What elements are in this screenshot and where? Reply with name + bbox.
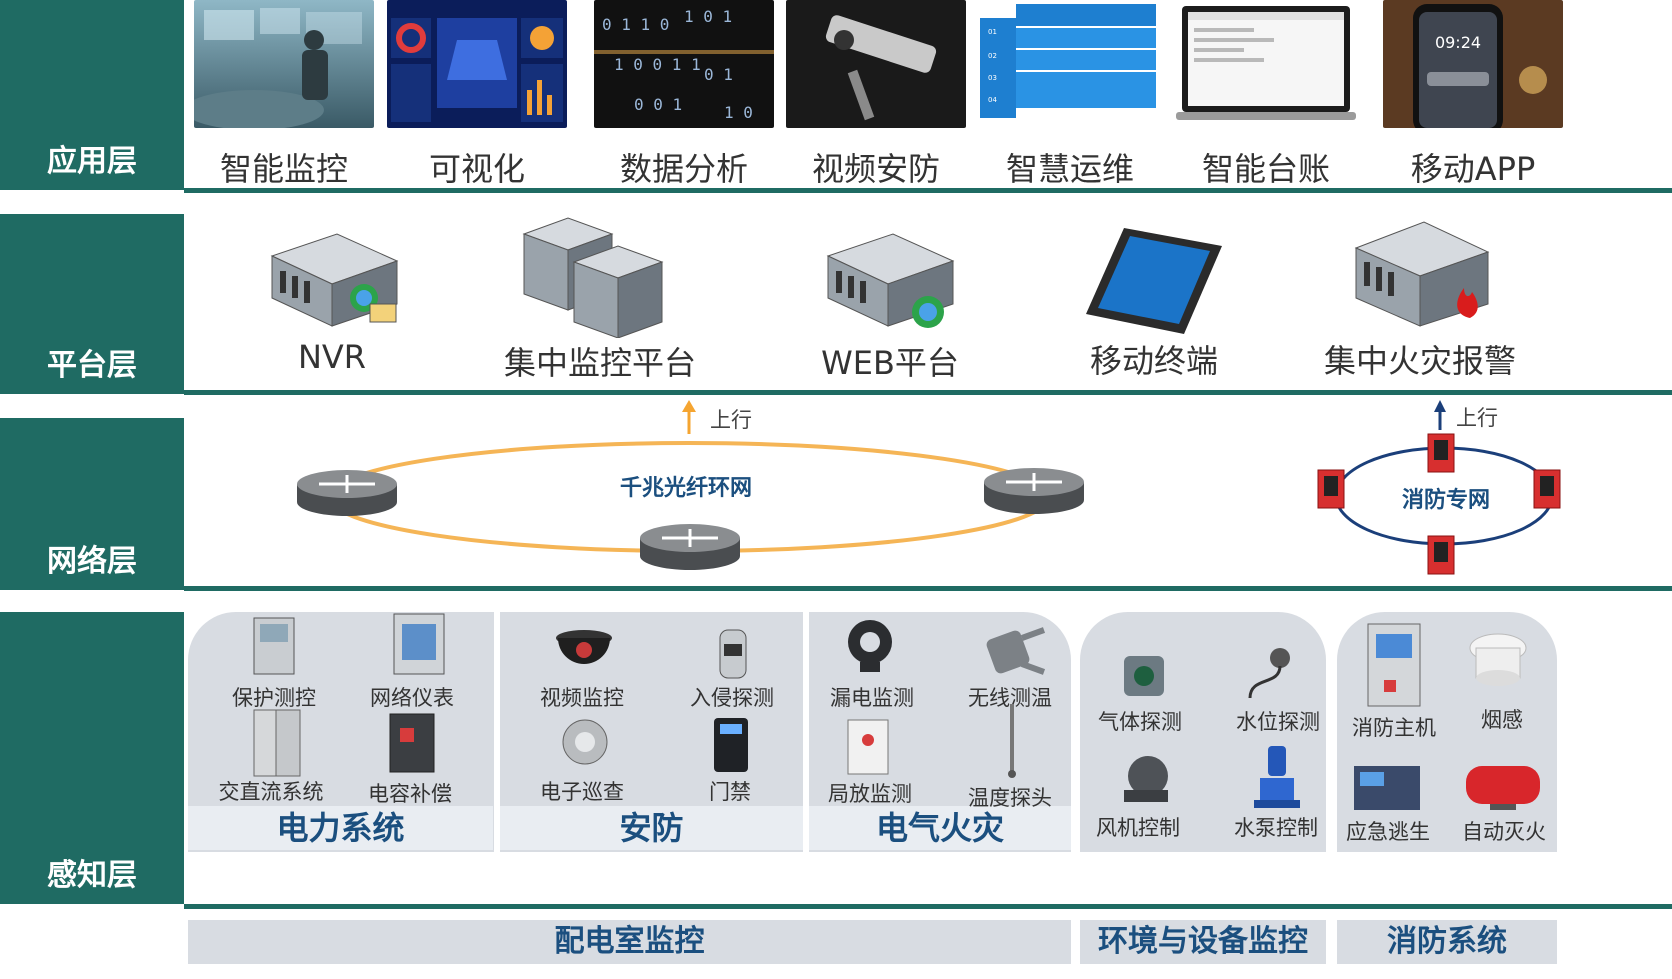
- divider-application: [184, 188, 1672, 193]
- platform-label-fire-alarm: 集中火灾报警: [1323, 342, 1516, 380]
- svg-text:0 1: 0 1: [704, 65, 733, 84]
- temperature-probe-icon: [1008, 704, 1016, 778]
- platform-label-web: WEB平台: [821, 344, 959, 382]
- device-label: 水泵控制: [1234, 816, 1318, 840]
- platform-label-nvr: NVR: [297, 338, 367, 376]
- uplink-label: 上行: [710, 408, 752, 432]
- partial-discharge-icon: [847, 719, 889, 775]
- laptop-image: [1176, 0, 1356, 128]
- patrol-button-icon: [562, 719, 608, 765]
- access-control-icon: [714, 718, 748, 772]
- router-icon-right: [984, 468, 1084, 514]
- app-smart-ledger[interactable]: 智能台账: [1176, 0, 1356, 190]
- ac-dc-cabinet-icon: [253, 709, 301, 777]
- svg-text:04: 04: [988, 96, 997, 104]
- divider-perception: [184, 904, 1672, 909]
- cctv-camera-image: [786, 0, 966, 128]
- dashboard-image: [387, 0, 567, 128]
- caption-electrical-fire: 电气火灾: [809, 806, 1071, 850]
- protection-relay-icon: [253, 617, 295, 675]
- device-label: 消防主机: [1352, 716, 1436, 740]
- network-meter-icon: [393, 613, 445, 675]
- caption-power-system: 电力系统: [188, 806, 493, 850]
- water-level-sensor-icon: [1248, 648, 1290, 699]
- fire-network-label: 消防专网: [1402, 488, 1491, 513]
- device-label: 风机控制: [1096, 816, 1180, 840]
- svg-text:1 0 0 1 1: 1 0 0 1 1: [614, 55, 701, 74]
- dome-camera-icon: [556, 630, 612, 664]
- fire-control-panel-icon: [1367, 623, 1421, 707]
- app-mobile[interactable]: 09:24 移动APP: [1383, 0, 1563, 190]
- leakage-sensor-icon: [848, 620, 892, 672]
- platform-label-central-monitoring: 集中监控平台: [503, 344, 696, 382]
- router-icon-bottom: [640, 524, 740, 570]
- svg-text:0 0 1: 0 0 1: [634, 95, 682, 114]
- mobile-phone-image: 09:24: [1383, 0, 1563, 134]
- layer-label-platform: 平台层: [0, 214, 184, 394]
- svg-text:02: 02: [988, 52, 997, 60]
- water-pump-icon: [1254, 746, 1300, 808]
- device-label: 电容补偿: [368, 782, 452, 806]
- network-diagram: [297, 400, 1561, 575]
- device-label: 网络仪表: [370, 686, 454, 710]
- svg-text:1 0 1: 1 0 1: [684, 7, 732, 26]
- web-server-icon: [826, 233, 955, 328]
- fire-uplink-label: 上行: [1456, 406, 1498, 430]
- auto-extinguisher-icon: [1466, 766, 1540, 810]
- wireless-temp-sensor-icon: [986, 627, 1046, 675]
- svg-text:01: 01: [988, 28, 997, 36]
- divider-network: [184, 586, 1672, 591]
- layer-label-application: 应用层: [0, 0, 184, 190]
- layer-label-perception: 感知层: [0, 612, 184, 904]
- layer-label-network: 网络层: [0, 418, 184, 590]
- app-video-security[interactable]: 视频安防: [786, 0, 966, 190]
- fiber-ring-label: 千兆光纤环网: [620, 476, 753, 501]
- device-label: 气体探测: [1098, 710, 1182, 734]
- data-analysis-image: 0 1 1 0 1 0 1 1 0 0 1 10 1 0 0 1 1 0: [594, 0, 774, 128]
- tablet-icon: [1086, 228, 1222, 334]
- capacitor-compensation-icon: [389, 713, 435, 773]
- svg-text:03: 03: [988, 74, 997, 82]
- fire-alarm-server-icon: [1354, 221, 1490, 327]
- svg-text:0 1 1 0: 0 1 1 0: [602, 15, 669, 34]
- caption-environment-equipment: 环境与设备监控: [1080, 920, 1326, 964]
- platform-label-mobile-terminal: 移动终端: [1089, 342, 1218, 380]
- fan-icon: [1124, 756, 1168, 802]
- app-visualization[interactable]: 可视化: [387, 0, 567, 190]
- caption-distribution-room: 配电室监控: [188, 920, 1071, 964]
- device-label: 视频监控: [540, 686, 624, 710]
- device-label: 入侵探测: [690, 686, 774, 710]
- device-label: 保护测控: [232, 686, 316, 710]
- device-label: 应急逃生: [1346, 820, 1430, 844]
- monitoring-room-image: [184, 0, 374, 130]
- device-label: 水位探测: [1236, 710, 1320, 734]
- app-intelligent-monitoring[interactable]: 智能监控: [184, 0, 374, 190]
- device-label: 交直流系统: [218, 780, 324, 804]
- device-label: 自动灭火: [1462, 820, 1546, 844]
- server-cluster-icon: [522, 217, 664, 338]
- gas-detector-icon: [1124, 656, 1164, 696]
- router-icon-left: [297, 470, 397, 516]
- svg-text:1 0: 1 0: [724, 103, 753, 122]
- caption-security: 安防: [500, 806, 803, 850]
- emergency-escape-icon: [1354, 766, 1420, 810]
- operations-menu-image: 01 02 03 04: [980, 0, 1160, 128]
- device-label: 电子巡查: [540, 780, 624, 804]
- device-label: 局放监测: [828, 782, 912, 806]
- smoke-detector-icon: [1469, 633, 1527, 686]
- device-label: 温度探头: [968, 786, 1052, 810]
- divider-platform: [184, 390, 1672, 395]
- device-label: 烟感: [1481, 708, 1523, 732]
- nvr-server-icon: [270, 233, 399, 327]
- caption-fire-system: 消防系统: [1337, 920, 1557, 964]
- device-label: 门禁: [709, 780, 751, 804]
- intrusion-detector-icon: [719, 629, 747, 679]
- device-label: 漏电监测: [830, 686, 914, 710]
- svg-text:09:24: 09:24: [1435, 33, 1481, 52]
